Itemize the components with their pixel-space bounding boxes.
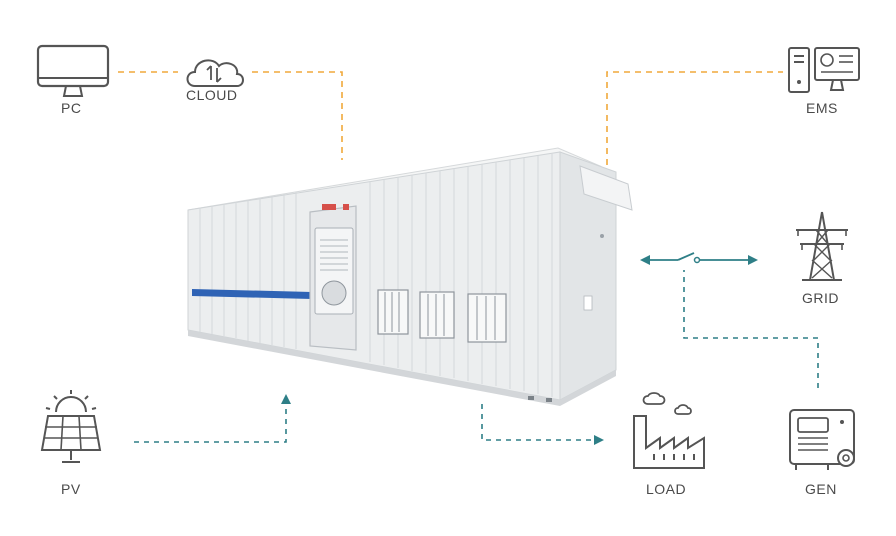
desktop-monitor-icon (36, 44, 110, 97)
link-container-ems (606, 71, 783, 165)
container-blue-stripe (192, 289, 312, 299)
container-louvers (377, 289, 507, 343)
generator-icon (789, 409, 855, 470)
solar-panel-icon (40, 390, 102, 463)
warning-sign-small (343, 204, 349, 210)
pc-node (36, 44, 112, 100)
load-node (628, 392, 710, 472)
air-conditioner-grille (320, 239, 348, 271)
link-container-load (481, 404, 604, 445)
pv-node (36, 388, 106, 468)
container-base (188, 330, 616, 406)
ems-node (787, 44, 863, 96)
link-gen-switch (683, 270, 819, 388)
grid-label: GRID (802, 290, 839, 306)
gen-label: GEN (805, 481, 837, 497)
link-cloud-container (252, 71, 343, 160)
base-fittings (528, 396, 552, 402)
container-long-side (187, 151, 561, 401)
pc-label: PC (61, 100, 82, 116)
ems-label: EMS (806, 100, 838, 116)
air-conditioner-fan (321, 280, 347, 306)
warning-sign (322, 204, 336, 210)
end-face-panel (583, 295, 593, 311)
container-end-hood (579, 165, 633, 211)
cloud-node (183, 52, 247, 90)
grid-node (792, 210, 852, 284)
cloud-label: CLOUD (186, 87, 238, 103)
louver-slats (384, 292, 496, 340)
cloud-sync-icon (186, 59, 244, 87)
gen-node (788, 408, 858, 472)
factory-icon (633, 392, 705, 469)
end-face-lock (600, 234, 604, 238)
server-dashboard-icon (788, 47, 860, 93)
link-pv-container (134, 394, 291, 443)
container-corrugation (199, 154, 553, 397)
load-label: LOAD (646, 481, 687, 497)
transmission-tower-icon (796, 211, 848, 281)
pv-label: PV (61, 481, 81, 497)
link-container-grid (640, 252, 758, 265)
